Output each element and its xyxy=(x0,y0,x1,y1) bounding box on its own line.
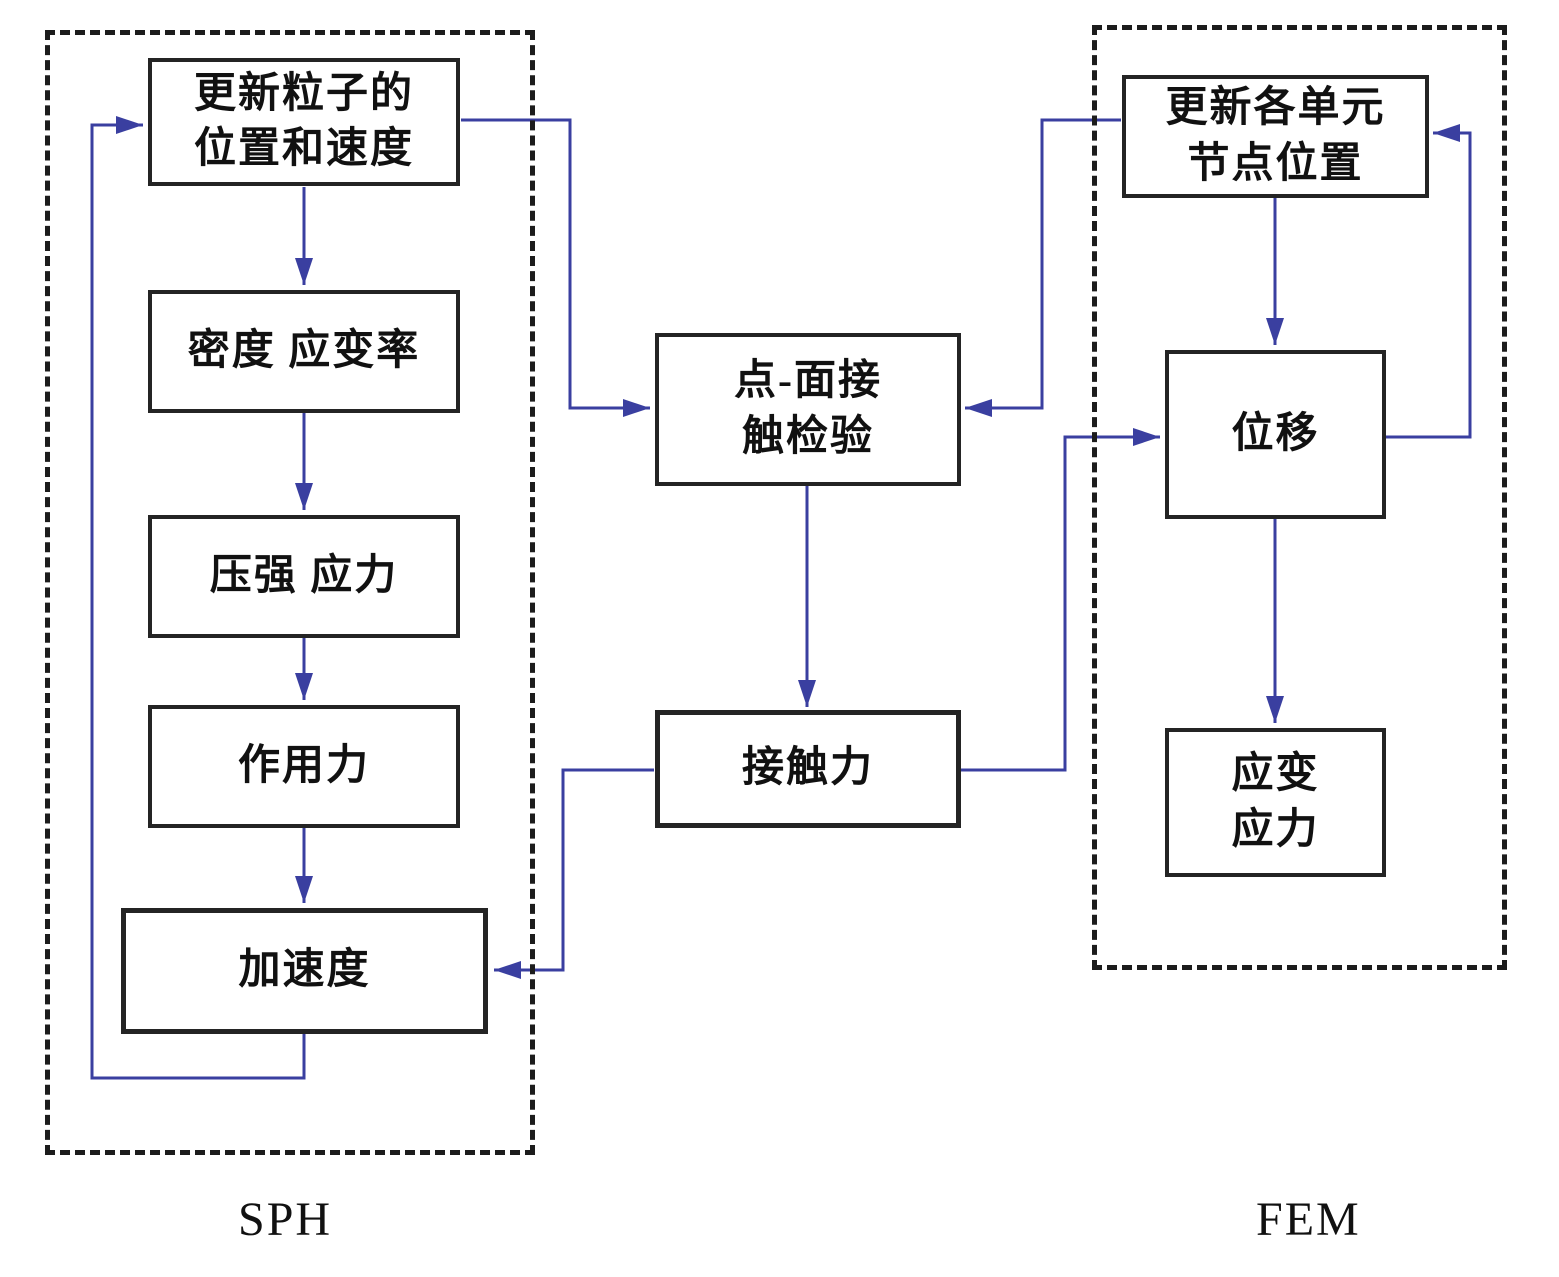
node-acceleration: 加速度 xyxy=(121,908,488,1034)
sph-group-border xyxy=(45,30,535,1155)
node-update-particles: 更新粒子的 位置和速度 xyxy=(148,58,460,186)
arrow-nodes-to-contact-check xyxy=(965,118,1121,417)
fem-group-label: FEM xyxy=(1256,1193,1361,1246)
node-strain-stress-line2: 应力 xyxy=(1231,806,1320,853)
node-update-nodes-line1: 更新各单元 xyxy=(1165,85,1386,132)
node-contact-check-line1: 点-面接 xyxy=(734,358,882,405)
node-strain-stress: 应变 应力 xyxy=(1165,728,1386,877)
node-displacement: 位移 xyxy=(1165,350,1386,519)
node-update-nodes-line2: 节点位置 xyxy=(1187,140,1364,187)
node-strain-stress-line1: 应变 xyxy=(1231,751,1320,798)
node-density-strain-rate: 密度 应变率 xyxy=(148,290,460,413)
node-contact-force: 接触力 xyxy=(655,710,961,828)
arrow-contact-force-to-acceleration xyxy=(494,768,654,979)
sph-group-label: SPH xyxy=(238,1193,333,1246)
node-pressure-stress: 压强 应力 xyxy=(148,515,460,638)
fem-group-border xyxy=(1092,25,1507,970)
arrow-acceleration-feedback xyxy=(90,116,306,1080)
node-update-nodes: 更新各单元 节点位置 xyxy=(1122,75,1429,198)
arrow-displacement-feedback xyxy=(1386,124,1472,439)
node-update-particles-line1: 更新粒子的 xyxy=(193,70,414,117)
arrow-update-to-contact-check xyxy=(461,118,650,417)
arrow-contact-force-to-displacement xyxy=(961,428,1160,772)
node-contact-check-line2: 触检验 xyxy=(741,413,874,460)
node-contact-check: 点-面接 触检验 xyxy=(655,333,961,486)
node-force: 作用力 xyxy=(148,705,460,828)
node-update-particles-line2: 位置和速度 xyxy=(193,126,414,172)
